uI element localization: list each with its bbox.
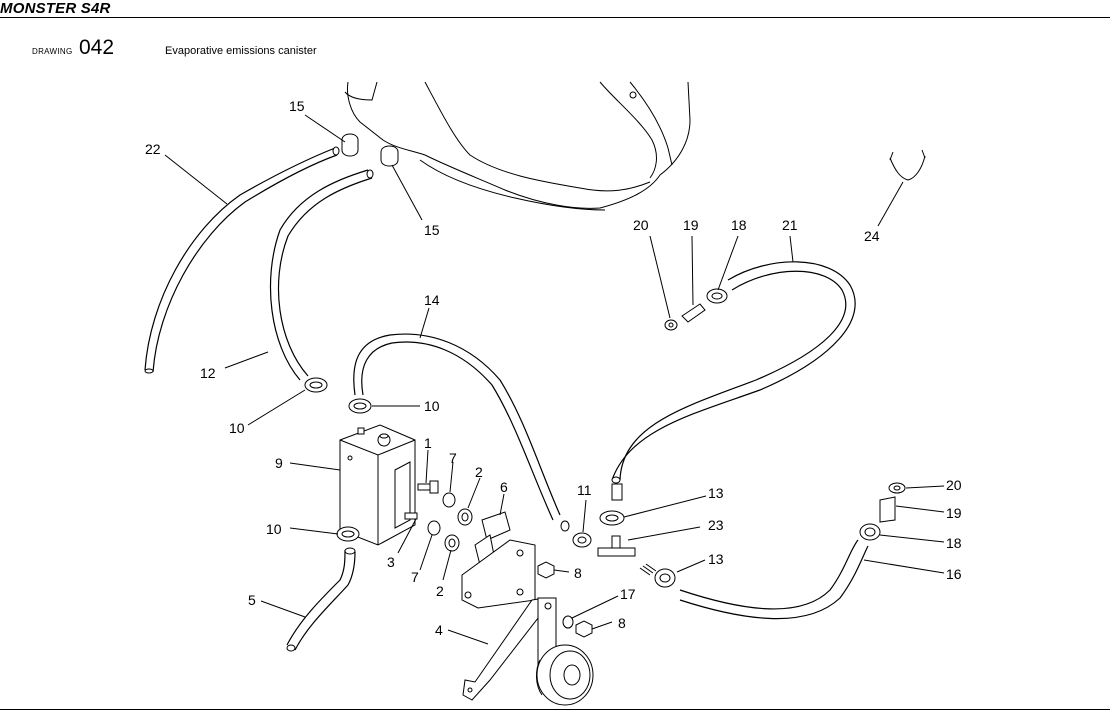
callout-8: 8 xyxy=(618,615,626,631)
callout-18: 18 xyxy=(946,535,962,551)
callout-15: 15 xyxy=(424,222,440,238)
callout-12: 12 xyxy=(200,365,216,381)
canister-9 xyxy=(339,424,416,546)
footer-divider xyxy=(0,709,1110,710)
hose-22 xyxy=(144,146,340,374)
callout-5: 5 xyxy=(248,592,256,608)
hose-16 xyxy=(679,539,869,620)
header-divider xyxy=(0,17,1110,18)
callout-18: 18 xyxy=(731,217,747,233)
callout-6: 6 xyxy=(500,479,508,495)
callout-10: 10 xyxy=(424,398,440,414)
callout-8: 8 xyxy=(574,565,582,581)
callout-2: 2 xyxy=(436,583,444,599)
callout-1: 1 xyxy=(424,435,432,451)
callout-19: 19 xyxy=(683,217,699,233)
callout-20: 20 xyxy=(946,477,962,493)
callout-7: 7 xyxy=(411,569,419,585)
callout-19: 19 xyxy=(946,505,962,521)
fuel-tank-outline xyxy=(344,81,691,211)
horn xyxy=(536,644,594,706)
model-title: MONSTER S4R xyxy=(0,0,111,17)
hose-12 xyxy=(269,169,374,381)
callout-17: 17 xyxy=(620,586,636,602)
callout-10: 10 xyxy=(229,420,245,436)
callout-10: 10 xyxy=(266,521,282,537)
callout-21: 21 xyxy=(782,217,798,233)
drawing-label: DRAWING xyxy=(32,47,73,56)
hardware-parts xyxy=(304,133,926,638)
callout-2: 2 xyxy=(475,464,483,480)
callout-9: 9 xyxy=(275,455,283,471)
hose-21 xyxy=(611,261,856,484)
callout-4: 4 xyxy=(435,622,443,638)
callout-3: 3 xyxy=(387,554,395,570)
callout-15: 15 xyxy=(289,98,305,114)
callout-20: 20 xyxy=(633,217,649,233)
callout-22: 22 xyxy=(145,141,161,157)
callout-24: 24 xyxy=(864,228,880,244)
callout-23: 23 xyxy=(708,517,724,533)
callout-16: 16 xyxy=(946,566,962,582)
drawing-number: 042 xyxy=(79,36,115,59)
callout-7: 7 xyxy=(449,450,457,466)
leader-lines xyxy=(164,114,945,645)
callout-11: 11 xyxy=(577,482,592,498)
hose-14 xyxy=(353,333,570,532)
callout-14: 14 xyxy=(424,292,440,308)
callout-13: 13 xyxy=(708,551,724,567)
callout-labels: 15 22 15 12 14 10 10 9 1 7 2 6 10 3 7 2 … xyxy=(145,98,962,638)
hose-5 xyxy=(286,547,356,652)
drawing-title: Evaporative emissions canister xyxy=(165,45,317,57)
callout-13: 13 xyxy=(708,485,724,501)
